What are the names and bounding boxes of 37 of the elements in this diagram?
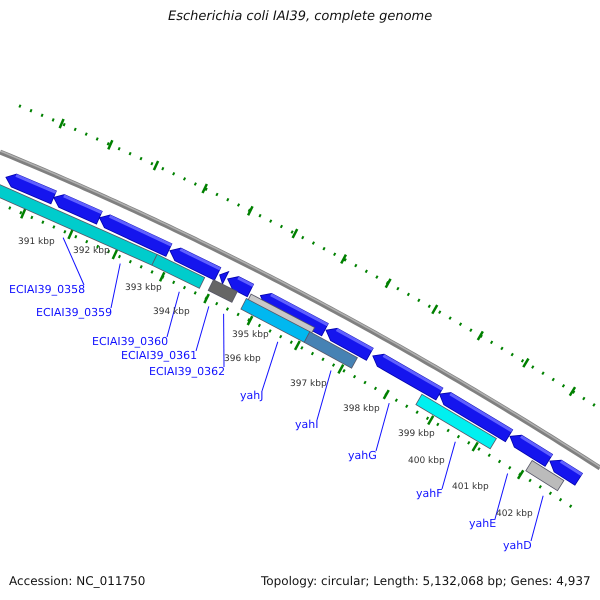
leader-line: [494, 473, 508, 520]
gene-label: yahD: [503, 540, 532, 553]
genome-info-text: Topology: circular; Length: 5,132,068 bp; Genes: 4,937: [261, 575, 591, 589]
scale-label: 393 kbp: [125, 283, 162, 294]
gene-label: yahE: [469, 518, 496, 531]
scale-label: 397 kbp: [290, 379, 327, 390]
scale-label: 394 kbp: [153, 307, 190, 318]
gene-label: yahG: [348, 450, 377, 463]
gene-label: yahF: [416, 488, 443, 501]
scale-label: 396 kbp: [224, 354, 261, 364]
scale-label: 392 kbp: [73, 246, 110, 256]
leader-line: [530, 495, 544, 542]
leader-line: [442, 441, 456, 490]
gene-label: ECIAI39_0360: [92, 336, 168, 349]
scale-label: 399 kbp: [398, 429, 435, 440]
scale-label: 402 kbp: [496, 509, 533, 520]
gene-label: ECIAI39_0358: [9, 284, 86, 297]
scale-label: 401 kbp: [452, 482, 489, 492]
accession-text: Accession: NC_011750: [9, 575, 146, 589]
leader-line: [376, 402, 390, 452]
leader-line: [62, 237, 84, 286]
leader-line: [262, 341, 278, 392]
leader-line: [316, 370, 332, 420]
leader-line: [223, 313, 224, 368]
leader-line: [110, 263, 121, 308]
leader-line: [196, 306, 210, 352]
gene-label: ECIAI39_0361: [121, 350, 198, 363]
gene-label: yahJ: [240, 390, 264, 403]
gene-label: ECIAI39_0359: [36, 307, 112, 320]
leader-line: [166, 291, 180, 338]
scale-label: 400 kbp: [408, 456, 445, 466]
gene-label: ECIAI39_0362: [149, 366, 226, 379]
scale-label: 395 kbp: [232, 330, 269, 340]
scale-label: 398 kbp: [343, 404, 380, 414]
title: Escherichia coli IAI39, complete genome: [168, 10, 432, 25]
scale-label: 391 kbp: [18, 237, 55, 248]
gene-label: yahI: [295, 419, 318, 432]
